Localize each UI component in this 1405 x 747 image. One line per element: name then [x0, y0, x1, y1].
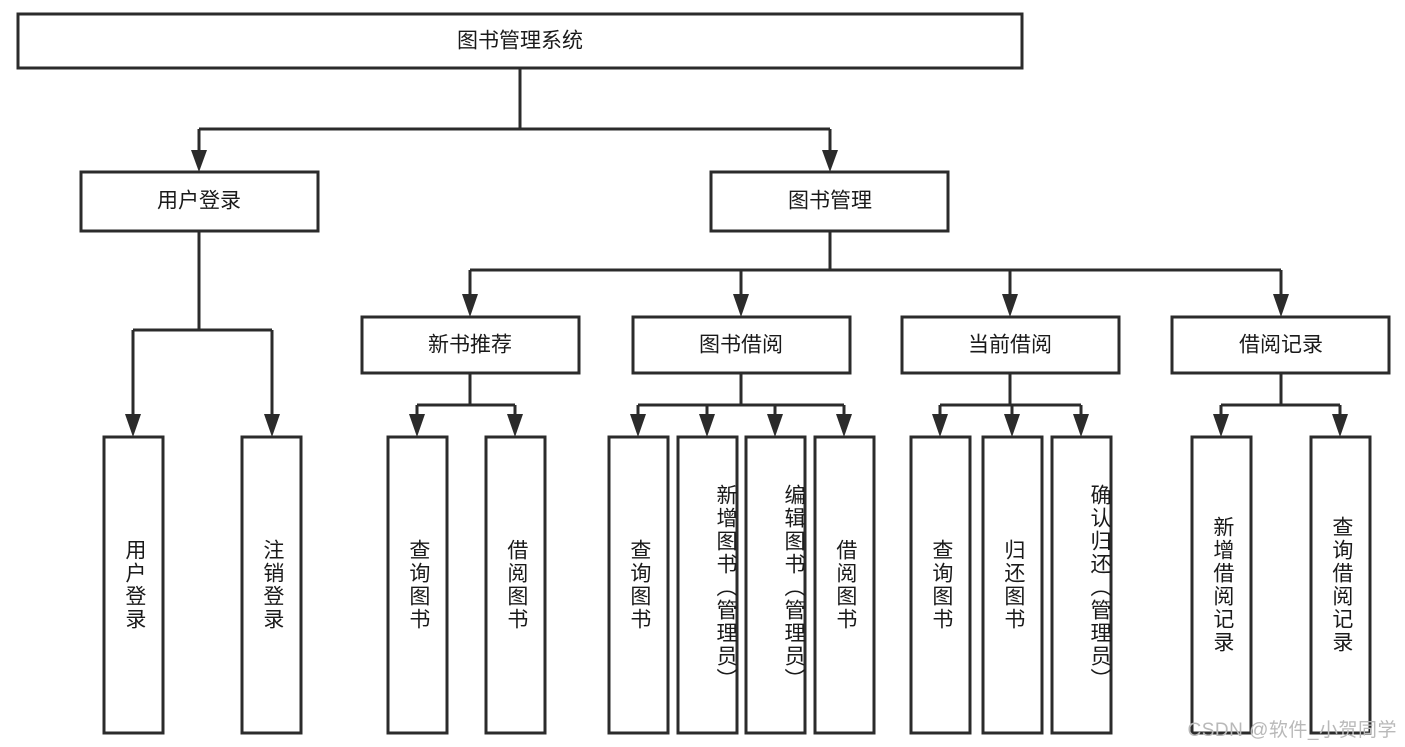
connector-group-current-borrow-to-leaves: [932, 373, 1089, 437]
node-borrow-record-box[interactable]: [1170, 315, 1391, 375]
arrowhead-leaf-user-login: [125, 414, 141, 437]
leaf-box-query-book-current[interactable]: [909, 435, 972, 735]
arrowhead-leaf-borrow-book-new: [507, 414, 523, 437]
connector-group-book-management-to-level2: [462, 231, 1289, 317]
leaf-box-return-book[interactable]: [981, 435, 1044, 735]
arrowhead-book-management: [822, 150, 838, 172]
arrowhead-book-borrow: [733, 294, 749, 317]
leaf-box-query-book-borrow[interactable]: [607, 435, 670, 735]
leaf-box-add-book-admin[interactable]: [676, 435, 739, 735]
node-new-book-recommend-label: 新书推荐: [428, 334, 512, 357]
leaf-box-user-login[interactable]: [102, 435, 165, 735]
node-current-borrow[interactable]: 当前借阅: [900, 315, 1121, 375]
node-borrow-record-label: 借阅记录: [1239, 334, 1323, 357]
arrowhead-leaf-add-borrow-record: [1213, 414, 1229, 437]
node-new-book-recommend-box[interactable]: [360, 315, 581, 375]
node-new-book-recommend[interactable]: 新书推荐: [360, 315, 581, 375]
leaf-box-user-logout[interactable]: [240, 435, 303, 735]
leaf-box-edit-book-admin[interactable]: [744, 435, 807, 735]
connector-group-user-login-to-leaves: [125, 231, 280, 437]
arrowhead-leaf-return-book: [1004, 414, 1020, 437]
arrowhead-borrow-record: [1273, 294, 1289, 317]
node-root-box[interactable]: [16, 12, 1024, 70]
connector-group-borrow-record-to-leaves: [1213, 373, 1348, 437]
node-book-borrow[interactable]: 图书借阅: [631, 315, 852, 375]
arrowhead-leaf-confirm-return-admin: [1073, 414, 1089, 437]
leaf-box-query-borrow-record[interactable]: [1309, 435, 1372, 735]
leaf-box-add-borrow-record[interactable]: [1190, 435, 1253, 735]
node-book-borrow-label: 图书借阅: [699, 334, 783, 357]
arrowhead-leaf-edit-book-admin: [767, 414, 783, 437]
arrowhead-current-borrow: [1002, 294, 1018, 317]
arrowhead-leaf-query-book-borrow: [630, 414, 646, 437]
connector-group-root-to-level1: [191, 68, 838, 172]
node-root[interactable]: 图书管理系统: [16, 12, 1024, 70]
leaf-box-query-book-new[interactable]: [386, 435, 449, 735]
connector-group-book-borrow-to-leaves: [630, 373, 852, 437]
node-user-login-box[interactable]: [79, 170, 320, 233]
node-root-label: 图书管理系统: [457, 30, 583, 53]
node-current-borrow-label: 当前借阅: [968, 334, 1052, 357]
leaf-box-confirm-return-admin[interactable]: [1050, 435, 1113, 735]
leaf-box-borrow-book[interactable]: [813, 435, 876, 735]
node-book-management[interactable]: 图书管理: [709, 170, 950, 233]
arrowhead-new-book-recommend: [462, 294, 478, 317]
node-book-management-box[interactable]: [709, 170, 950, 233]
arrowhead-leaf-add-book-admin: [699, 414, 715, 437]
node-book-borrow-box[interactable]: [631, 315, 852, 375]
connector-group-new-book-recommend-to-leaves: [409, 373, 523, 437]
leaf-box-borrow-book-new[interactable]: [484, 435, 547, 735]
arrowhead-leaf-query-borrow-record: [1332, 414, 1348, 437]
arrowhead-user-login: [191, 150, 207, 172]
node-user-login[interactable]: 用户登录: [79, 170, 320, 233]
arrowhead-leaf-user-logout: [264, 414, 280, 437]
node-borrow-record[interactable]: 借阅记录: [1170, 315, 1391, 375]
arrowhead-leaf-query-book-new: [409, 414, 425, 437]
arrowhead-leaf-query-book-current: [932, 414, 948, 437]
node-user-login-label: 用户登录: [157, 190, 241, 213]
arrowhead-leaf-borrow-book: [836, 414, 852, 437]
node-current-borrow-box[interactable]: [900, 315, 1121, 375]
node-book-management-label: 图书管理: [788, 190, 872, 213]
csdn-watermark: CSDN @软件_小贺同学: [1187, 720, 1397, 741]
